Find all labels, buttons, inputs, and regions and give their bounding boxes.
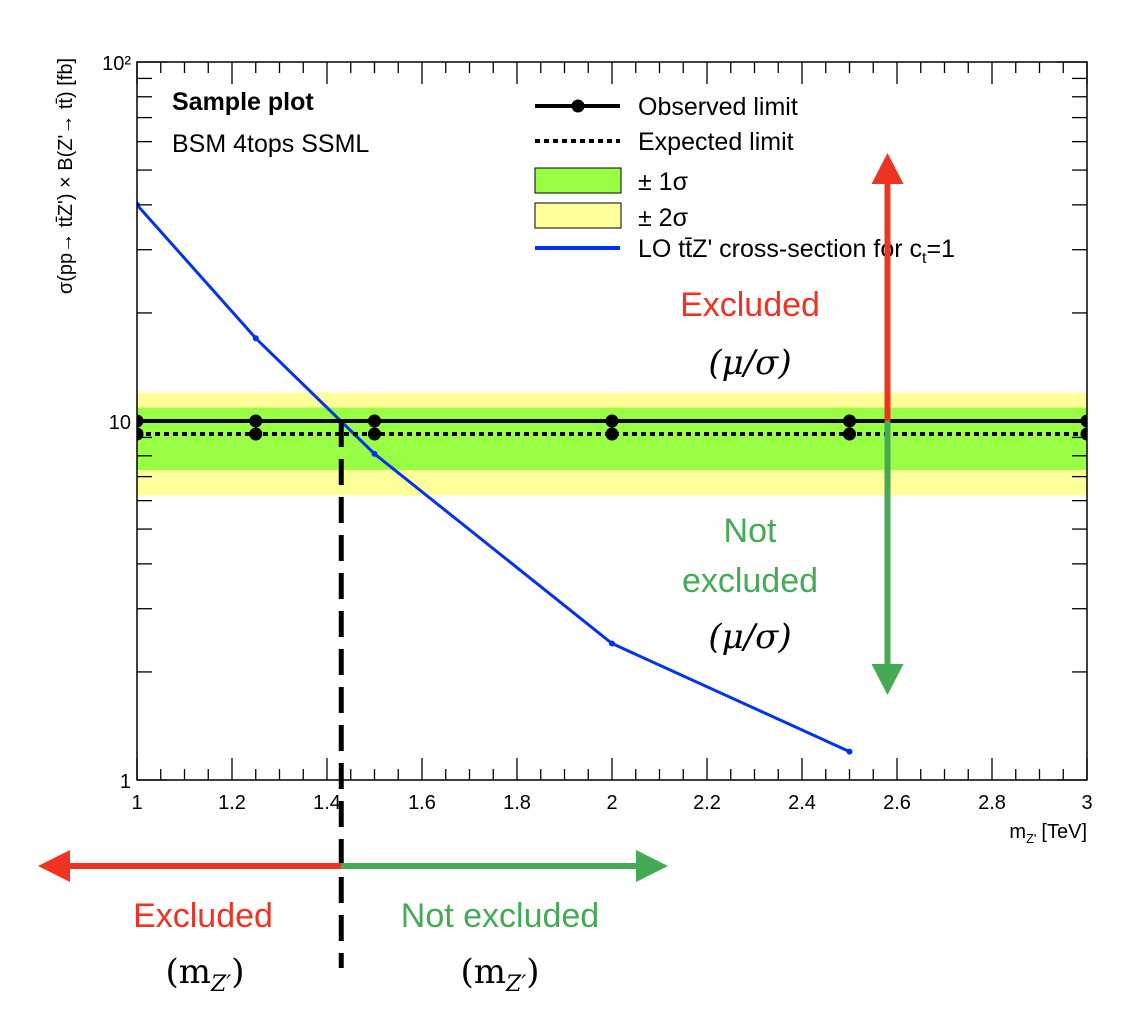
not-excluded-mu-arrowhead: [871, 664, 904, 695]
excluded-mass-label: Excluded: [133, 897, 273, 935]
expected-limit-point: [843, 427, 856, 441]
x-tick-label: 1.8: [503, 792, 531, 814]
lo-xsec-point: [252, 335, 259, 342]
not-excluded-mu-formula: (μ/σ): [708, 617, 791, 657]
annotations: [38, 153, 904, 968]
observed-limit-point: [605, 414, 619, 428]
not-excluded-mu-label-2: excluded: [682, 562, 818, 600]
expected-limit-point: [249, 427, 263, 441]
x-tick-label: 1.4: [313, 792, 341, 814]
not-excluded-mass-formula: (mZ′): [460, 952, 539, 997]
x-tick-label: 2: [606, 792, 617, 814]
excluded-mass-arrowhead: [38, 850, 70, 882]
observed-limit-point: [843, 414, 856, 428]
not-excluded-mass-arrowhead: [636, 850, 668, 882]
x-tick-label: 2.4: [788, 792, 816, 814]
lo-xsec-point: [609, 640, 615, 647]
svg-text:± 2σ: ± 2σ: [638, 204, 689, 232]
svg-text:Expected limit: Expected limit: [638, 128, 794, 156]
excluded-mu-arrowhead: [871, 153, 904, 184]
x-tick-label: 2.6: [883, 792, 911, 814]
y-tick-label: 1: [120, 771, 131, 793]
expected-limit-point: [368, 427, 381, 441]
svg-text:LO tt̄Z' cross-section for ct=: LO tt̄Z' cross-section for ct=1: [638, 235, 955, 267]
x-tick-label: 1.2: [218, 792, 246, 814]
plot-subtitle: BSM 4tops SSML: [172, 130, 369, 158]
legend-entry-2sigma: ± 2σ: [534, 202, 689, 232]
not-excluded-mu-label-1: Not: [724, 512, 777, 550]
observed-limit-point: [368, 414, 381, 428]
x-tick-label: 3: [1081, 792, 1092, 814]
axis-ticks: [136, 61, 1088, 781]
legend-entry-1sigma: ± 1σ: [534, 167, 689, 196]
excluded-mu-formula: (μ/σ): [708, 343, 791, 383]
x-tick-label: 2.2: [693, 792, 721, 814]
x-tick-labels: 1 1.2 1.4 1.6 1.8 2 2.2 2.4 2.6 2.8 3: [131, 792, 1092, 814]
excluded-mu-label: Excluded: [680, 286, 820, 324]
legend-entry-expected: Expected limit: [535, 128, 794, 156]
x-tick-label: 2.8: [978, 792, 1006, 814]
expected-limit-point: [605, 427, 619, 441]
lo-xsec-point: [371, 450, 378, 457]
svg-text:Observed limit: Observed limit: [638, 93, 798, 121]
uncertainty-bands: [137, 392, 1087, 496]
svg-text:± 1σ: ± 1σ: [638, 168, 689, 196]
legend-entry-observed: Observed limit: [535, 93, 798, 121]
plot-title: Sample plot: [172, 88, 314, 116]
x-tick-label: 1.6: [408, 792, 436, 814]
legend-entry-lo-xsec: LO tt̄Z' cross-section for ct=1: [535, 235, 955, 267]
x-axis-label: mZ'[TeV]: [1009, 821, 1087, 846]
legend: Observed limit Expected limit ± 1σ ± 2σ …: [534, 93, 955, 267]
not-excluded-mass-label: Not excluded: [401, 897, 599, 935]
observed-limit-point: [249, 414, 263, 428]
y-tick-labels: 1 10 10²: [102, 53, 131, 793]
y-axis-label: σ(pp→ tt̄Z') × B(Z'→ tt̄) [fb]: [55, 58, 77, 294]
y-tick-label: 10²: [102, 53, 131, 75]
x-tick-label: 1: [131, 792, 142, 814]
lo-xsec-point: [846, 748, 853, 755]
excluded-mass-formula: (mZ′): [165, 952, 244, 997]
y-tick-label: 10: [109, 412, 131, 434]
